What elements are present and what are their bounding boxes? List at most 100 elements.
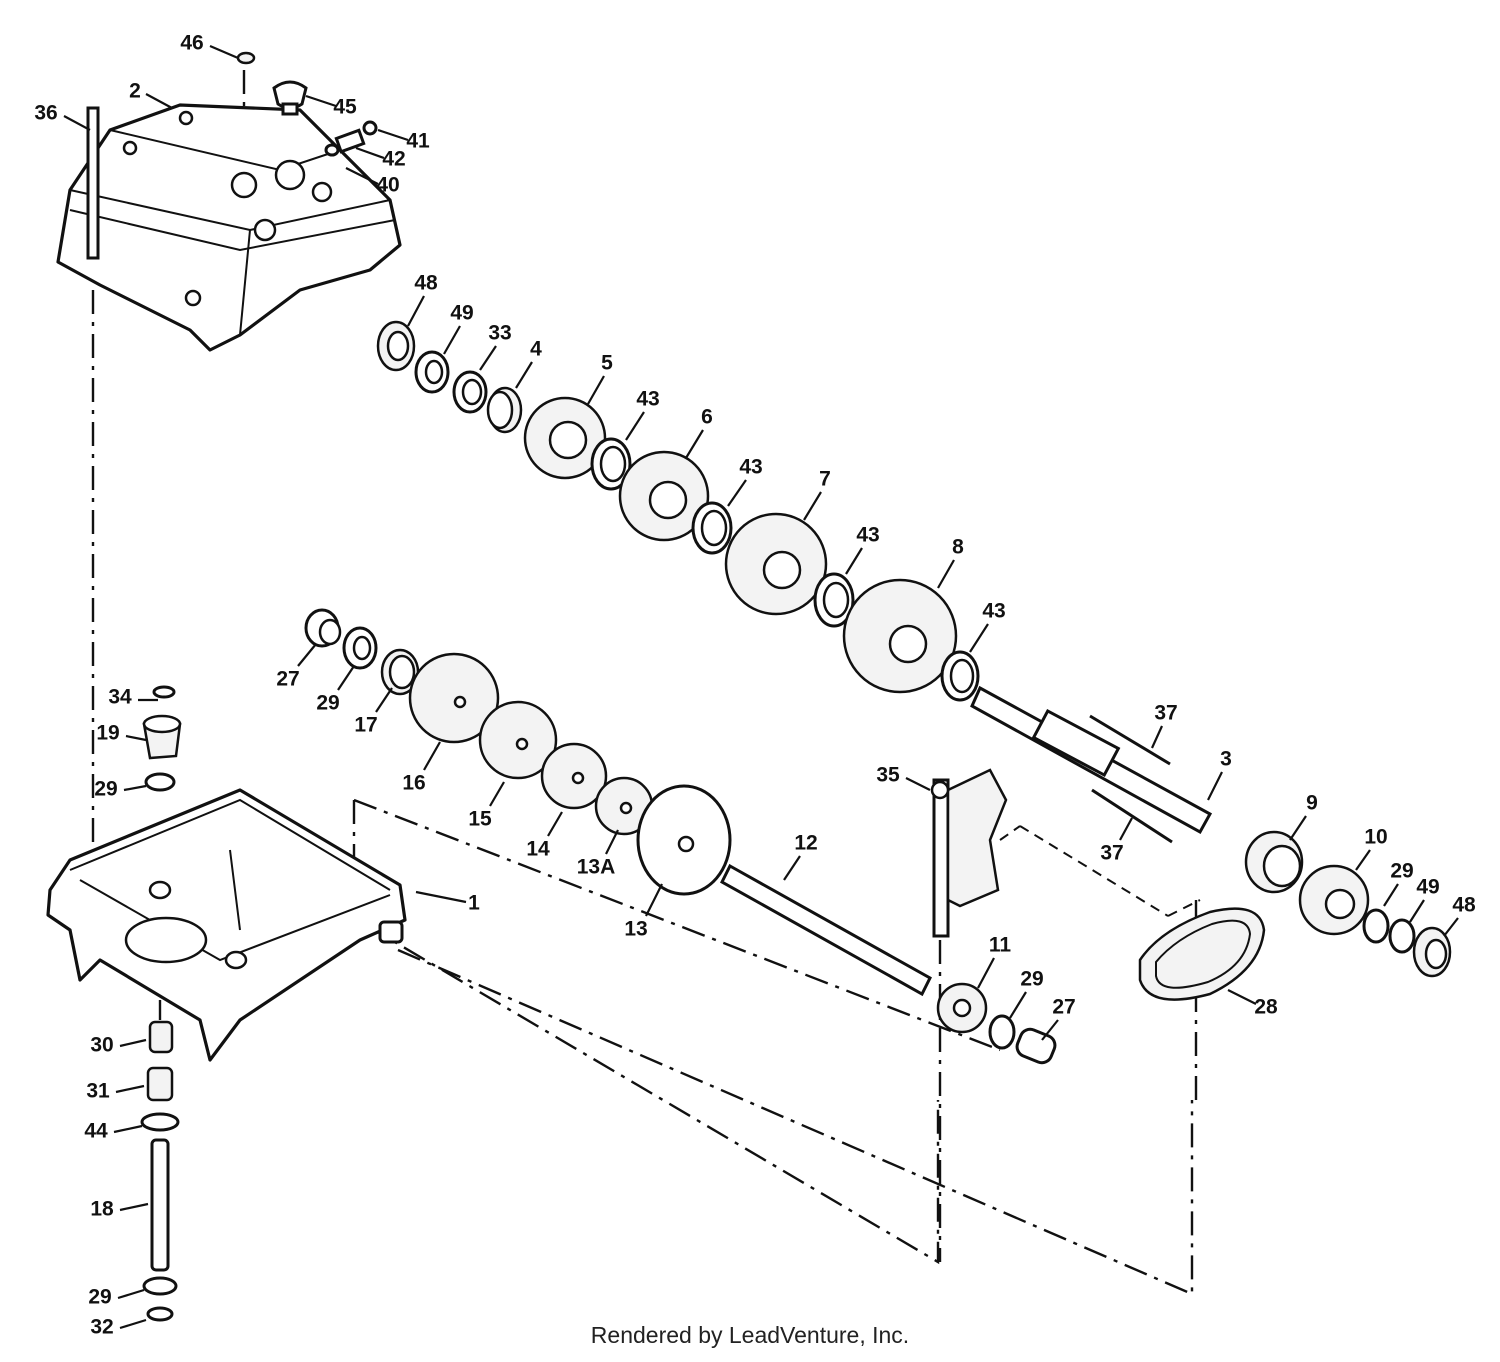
callout-leader-c27b (1041, 1019, 1059, 1041)
callout-leader-c44 (113, 1124, 143, 1134)
callout-c37b: 37 (1100, 842, 1123, 865)
callout-leader-c15 (489, 781, 505, 807)
callout-c6: 6 (701, 406, 713, 429)
callout-c49b: 49 (1416, 876, 1439, 899)
lower-gear-stack (304, 608, 932, 997)
callout-c43d: 43 (982, 600, 1005, 623)
callout-c32: 32 (90, 1316, 113, 1339)
callout-leader-c4 (515, 361, 533, 389)
callout-leader-c16 (423, 741, 441, 771)
bevel-gear-group (142, 685, 182, 792)
callout-c46: 46 (180, 32, 203, 55)
callout-c17: 17 (354, 714, 377, 737)
callout-c27b: 27 (1052, 996, 1075, 1019)
callout-leader-c43a (625, 411, 645, 441)
callout-c15: 15 (468, 808, 492, 831)
callout-c4: 4 (530, 338, 542, 361)
callout-leader-c29c (1383, 883, 1399, 907)
callout-c12: 12 (794, 832, 817, 855)
callout-leader-c28 (1227, 989, 1257, 1005)
callout-leader-c29a (337, 665, 355, 691)
callout-c7: 7 (819, 468, 831, 491)
main-shaft (970, 685, 1213, 844)
callout-c31: 31 (86, 1080, 110, 1103)
shift-fork (930, 768, 1008, 938)
callout-leader-c3 (1207, 771, 1223, 801)
callout-c33: 33 (488, 322, 511, 345)
callout-c35: 35 (876, 764, 900, 787)
callout-c14: 14 (526, 838, 550, 861)
callout-leader-c41 (377, 128, 409, 142)
callout-c49a: 49 (450, 302, 473, 325)
callout-leader-c48b (1443, 917, 1459, 937)
upper-gear-stack (376, 320, 980, 702)
callout-c1: 1 (468, 892, 480, 915)
callout-leader-c33 (479, 345, 497, 371)
callout-c11: 11 (989, 934, 1012, 957)
callout-leader-c37b (1119, 817, 1133, 841)
footer-credit: Rendered by LeadVenture, Inc. (590, 1322, 910, 1348)
callout-leader-c49b (1409, 899, 1425, 923)
callout-c29b: 29 (94, 778, 117, 801)
callout-leader-c6 (685, 429, 704, 459)
callout-c37a: 37 (1154, 702, 1177, 725)
vertical-shaft-stack (140, 1020, 180, 1322)
callout-leader-c35 (905, 777, 931, 791)
callout-leader-c10 (1355, 849, 1371, 871)
callout-leader-c17 (375, 687, 393, 713)
cover-fasteners (86, 51, 378, 260)
callout-c29d: 29 (1020, 968, 1043, 991)
callout-leader-c14 (547, 811, 563, 837)
callout-labels: 4645236414240484933454364374384327291734… (34, 32, 1476, 1339)
small-sprocket-group (936, 982, 1057, 1065)
callout-c45: 45 (333, 96, 357, 119)
callout-leader-c49a (443, 325, 461, 355)
callout-leader-c42 (355, 146, 385, 160)
callout-c40: 40 (376, 174, 399, 197)
callout-leader-c8 (937, 559, 955, 589)
callout-leader-c7 (803, 491, 822, 521)
callout-c36: 36 (34, 102, 57, 125)
callout-leader-c31 (115, 1084, 145, 1094)
callout-c43c: 43 (856, 524, 879, 547)
gearbox-case (46, 788, 407, 1062)
callout-c30: 30 (90, 1034, 113, 1057)
callout-c41: 41 (406, 130, 430, 153)
callout-c43a: 43 (636, 388, 659, 411)
callout-c44: 44 (84, 1120, 108, 1143)
callout-c10: 10 (1364, 826, 1387, 849)
callout-leader-c5 (587, 375, 605, 405)
callout-c42: 42 (382, 148, 405, 171)
callout-c2: 2 (129, 80, 141, 103)
callout-leader-c32 (119, 1318, 147, 1330)
callout-c3: 3 (1220, 748, 1232, 771)
callout-c34: 34 (108, 686, 132, 709)
callout-leader-c18 (119, 1202, 149, 1212)
drive-chain (1138, 907, 1266, 1001)
callout-leader-c43c (845, 547, 863, 575)
callout-c19: 19 (96, 722, 119, 745)
callout-leader-c48a (407, 295, 425, 327)
callout-leader-c45 (305, 94, 337, 108)
callout-leader-c40 (345, 167, 379, 185)
callout-leader-c46 (209, 44, 239, 60)
callout-c9: 9 (1306, 792, 1318, 815)
callout-leader-c12 (783, 855, 801, 881)
callout-c27a: 27 (276, 668, 299, 691)
callout-leader-c43d (969, 623, 989, 653)
callout-c43b: 43 (739, 456, 762, 479)
callout-leader-c11 (977, 957, 995, 989)
output-sprocket-group (1244, 830, 1452, 978)
callout-c29e: 29 (88, 1286, 111, 1309)
callout-leader-c27a (297, 643, 317, 667)
callout-c18: 18 (90, 1198, 114, 1221)
callout-c29c: 29 (1390, 860, 1413, 883)
callout-leader-c29b (123, 784, 147, 792)
callout-c13A: 13A (577, 856, 616, 879)
callout-leader-c1 (415, 890, 467, 904)
callout-leader-c43b (727, 479, 747, 507)
callout-c16: 16 (402, 772, 425, 795)
callout-c48b: 48 (1452, 894, 1476, 917)
callout-leader-c2 (145, 93, 173, 109)
